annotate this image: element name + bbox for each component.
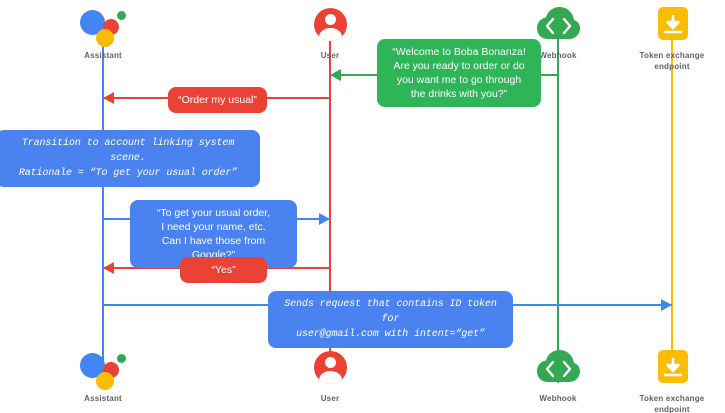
actor-label-webhook: Webhook (539, 51, 577, 60)
actor-assistant-top: Assistant (43, 5, 163, 61)
actor-label-assistant: Assistant (84, 51, 122, 60)
message-sends-request-with-id-token: Sends request that contains ID token for… (268, 291, 513, 348)
actor-assistant-bottom: Assistant (43, 348, 163, 404)
message-welcome: “Welcome to Boba Bonanza! Are you ready … (377, 39, 541, 107)
actor-label-assistant: Assistant (84, 394, 122, 403)
token-endpoint-label-line2: endpoint (654, 405, 690, 413)
actor-user-bottom: User (270, 348, 390, 404)
lifeline-assistant (102, 30, 104, 383)
message-order-my-usual: “Order my usual” (168, 87, 267, 113)
token-download-icon (648, 348, 696, 390)
actor-label-user: User (320, 51, 340, 60)
token-endpoint-label-line1: Token exchange (639, 394, 705, 403)
actor-webhook-bottom: Webhook (498, 348, 618, 404)
cloud-code-icon (534, 348, 582, 390)
google-assistant-icon (79, 348, 127, 390)
actor-label-user: User (320, 394, 340, 403)
actor-webhook-top: Webhook (498, 5, 618, 61)
token-download-icon (648, 5, 696, 47)
token-endpoint-label-line2: endpoint (654, 62, 690, 71)
note-transition-to-account-linking: Transition to account linking system sce… (0, 130, 260, 187)
token-endpoint-label-line1: Token exchange (639, 51, 705, 60)
google-assistant-icon (79, 5, 127, 47)
lifeline-token-exchange-endpoint (671, 30, 673, 383)
actor-label-token-endpoint: Token exchange endpoint (612, 50, 725, 72)
lifeline-user (329, 30, 331, 383)
actor-label-webhook: Webhook (539, 394, 577, 403)
actor-token-endpoint-top: Token exchange endpoint (612, 5, 725, 72)
user-avatar-icon (306, 5, 354, 47)
cloud-code-icon (534, 5, 582, 47)
actor-user-top: User (270, 5, 390, 61)
message-yes: “Yes” (180, 257, 267, 283)
lifeline-webhook (557, 30, 559, 383)
actor-token-endpoint-bottom: Token exchange endpoint (612, 348, 725, 413)
actor-label-token-endpoint: Token exchange endpoint (612, 393, 725, 413)
user-avatar-icon (306, 348, 354, 390)
message-ask-for-name: “To get your usual order, I need your na… (130, 200, 297, 268)
